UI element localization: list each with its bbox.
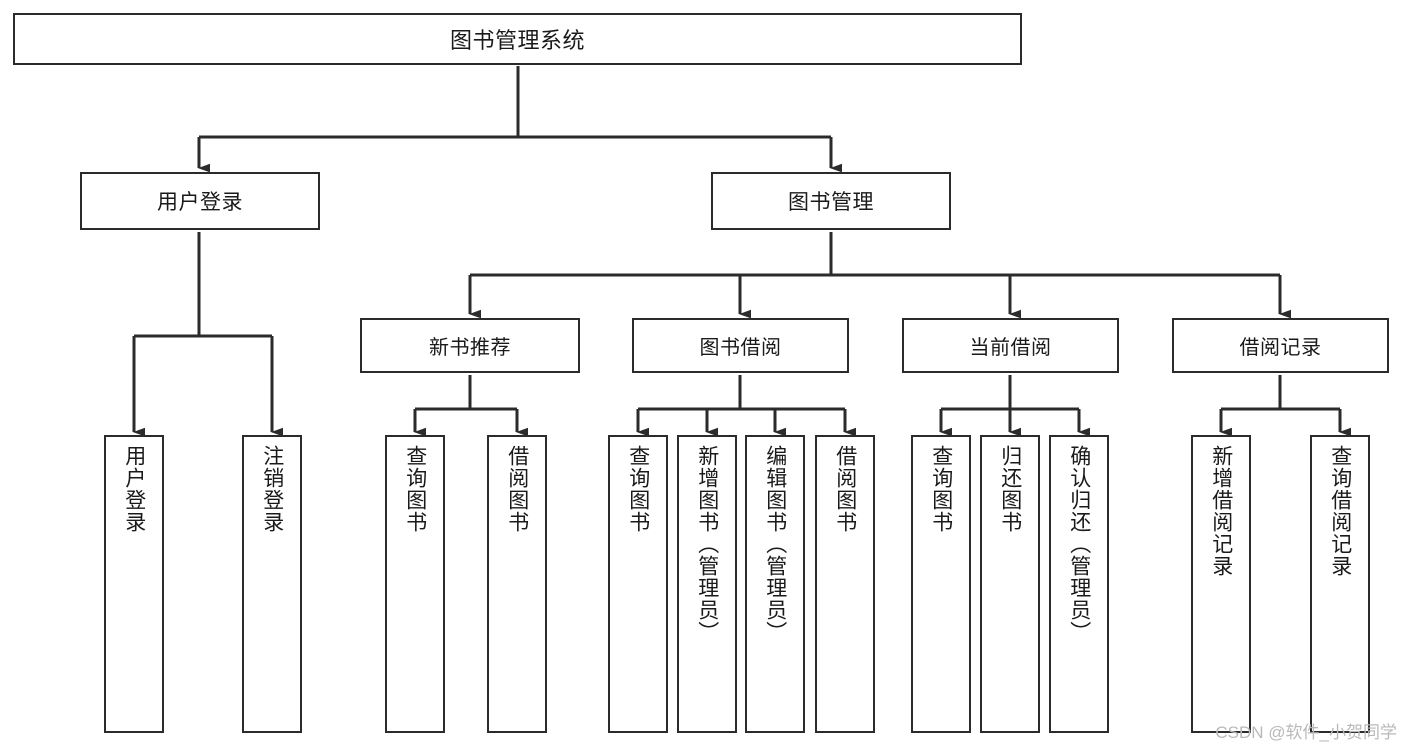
node-user-login-label: 用户登录 [157,191,243,214]
node-leaf-recommend-query-book[interactable]: 查询图书 [385,435,445,733]
node-book-borrow-label: 图书借阅 [699,337,782,359]
node-leaf-records-query-record-label: 查询借阅记录 [1328,445,1352,577]
node-current-borrow-label: 当前借阅 [969,337,1052,359]
node-book-management[interactable]: 图书管理 [711,172,951,230]
node-leaf-borrow-add-book-label: 新增图书（管理员） [695,445,719,643]
node-leaf-borrow-edit-book-label: 编辑图书（管理员） [763,445,787,643]
node-leaf-borrow-add-book[interactable]: 新增图书（管理员） [677,435,737,733]
node-leaf-borrow-query-book[interactable]: 查询图书 [608,435,668,733]
node-new-book-recommend-label: 新书推荐 [429,337,511,359]
node-leaf-records-add-record[interactable]: 新增借阅记录 [1191,435,1251,733]
node-leaf-user-login-signin-label: 用户登录 [122,445,146,533]
node-root-system-label: 图书管理系统 [449,28,585,53]
node-leaf-recommend-query-book-label: 查询图书 [403,445,427,533]
node-leaf-current-query-book[interactable]: 查询图书 [911,435,971,733]
node-borrow-records[interactable]: 借阅记录 [1172,318,1389,373]
node-leaf-current-confirm-return-label: 确认归还（管理员） [1067,445,1091,643]
node-leaf-borrow-borrow-book-label: 借阅图书 [833,445,857,533]
node-leaf-recommend-borrow-book-label: 借阅图书 [505,445,529,533]
node-leaf-current-return-book[interactable]: 归还图书 [980,435,1040,733]
node-book-management-label: 图书管理 [788,191,874,214]
node-leaf-current-return-book-label: 归还图书 [998,445,1022,533]
node-borrow-records-label: 借阅记录 [1239,337,1322,359]
node-leaf-records-query-record[interactable]: 查询借阅记录 [1310,435,1370,733]
node-leaf-current-query-book-label: 查询图书 [929,445,953,533]
node-book-borrow[interactable]: 图书借阅 [632,318,849,373]
node-leaf-user-login-signout[interactable]: 注销登录 [242,435,302,733]
node-leaf-borrow-query-book-label: 查询图书 [626,445,650,533]
node-current-borrow[interactable]: 当前借阅 [902,318,1119,373]
node-leaf-user-login-signout-label: 注销登录 [260,445,284,533]
node-leaf-recommend-borrow-book[interactable]: 借阅图书 [487,435,547,733]
node-leaf-records-add-record-label: 新增借阅记录 [1209,445,1233,577]
node-leaf-current-confirm-return[interactable]: 确认归还（管理员） [1049,435,1109,733]
node-leaf-borrow-edit-book[interactable]: 编辑图书（管理员） [745,435,805,733]
node-leaf-user-login-signin[interactable]: 用户登录 [104,435,164,733]
node-root-system[interactable]: 图书管理系统 [13,13,1022,65]
node-user-login[interactable]: 用户登录 [80,172,320,230]
node-leaf-borrow-borrow-book[interactable]: 借阅图书 [815,435,875,733]
node-new-book-recommend[interactable]: 新书推荐 [360,318,580,373]
